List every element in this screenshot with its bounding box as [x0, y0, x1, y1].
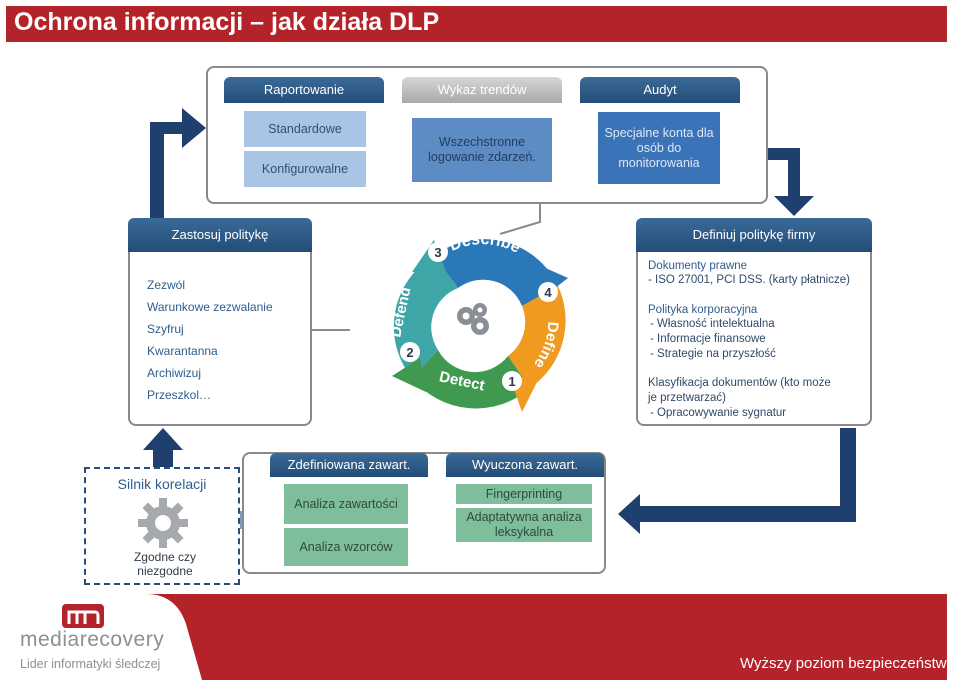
policy-archive: Archiwizuj [147, 366, 202, 380]
step-1-badge: 1 [502, 371, 522, 391]
top-col-header-trends: Wykaz trendów [402, 77, 562, 103]
content-analysis: Analiza zawartości [284, 484, 408, 524]
box-standard: Standardowe [244, 111, 366, 147]
legal-docs-line: - ISO 27001, PCI DSS. (karty płatnicze) [648, 274, 850, 286]
policy-train: Przeszkol… [147, 388, 212, 402]
step-4-badge: 4 [538, 282, 558, 302]
svg-text:2: 2 [406, 345, 413, 360]
right-panel [636, 218, 872, 426]
adaptive-lexical-analysis: Adaptatywna analiza leksykalna [456, 508, 592, 542]
connector-top-cycle [499, 204, 541, 235]
arrow-right-to-bottom [618, 428, 856, 534]
page-title: Ochrona informacji – jak działa DLP [14, 8, 440, 36]
learned-content-header: Wyuczona zawart. [446, 453, 604, 477]
gear-icon [138, 498, 188, 548]
corporate-policy-title: Polityka korporacyjna [648, 304, 758, 316]
footer-slogan: Wyższy poziom bezpieczeństwa [740, 655, 955, 672]
left-panel-header: Zastosuj politykę [128, 218, 312, 252]
top-col-header-reporting: Raportowanie [224, 77, 384, 103]
dlp-cycle: 3 4 1 2 Describe Define Detect Defend [387, 231, 568, 412]
step-3-badge: 3 [428, 242, 448, 262]
segment-describe [434, 239, 558, 306]
policy-encrypt: Szyfruj [147, 322, 184, 336]
classification-line-2: - Opracowywanie sygnatur [650, 407, 787, 419]
correlation-result: Zgodne czy niezgodne [133, 550, 197, 578]
classification-line-1: je przetwarzać) [648, 392, 726, 404]
brand-tagline: Lider informatyki śledczej [20, 657, 161, 671]
corporate-policy-line-2: - Informacje finansowe [650, 333, 766, 345]
corporate-policy-line-1: - Własność intelektualna [650, 318, 775, 330]
arrow-left-to-top [150, 108, 206, 218]
right-panel-header: Definiuj politykę firmy [636, 218, 872, 252]
arrow-top-to-right [768, 148, 814, 216]
top-col-header-audit: Audyt [580, 77, 740, 103]
corporate-policy-line-3: - Strategie na przyszłość [650, 348, 776, 360]
box-audit-accounts: Specjalne konta dla osób do monitorowani… [598, 112, 720, 184]
policy-allow: Zezwól [147, 278, 186, 292]
svg-text:1: 1 [508, 374, 515, 389]
svg-text:3: 3 [434, 245, 441, 260]
segment-detect [412, 350, 530, 409]
policy-conditional: Warunkowe zezwalanie [147, 300, 273, 314]
box-configurable: Konfigurowalne [244, 151, 366, 187]
pattern-analysis: Analiza wzorców [284, 528, 408, 566]
legal-docs-title: Dokumenty prawne [648, 260, 748, 272]
title-bar [6, 6, 947, 42]
defined-content-header: Zdefiniowana zawart. [270, 453, 428, 477]
correlation-engine [84, 467, 240, 585]
classification-title: Klasyfikacja dokumentów (kto może [648, 377, 831, 389]
correlation-title: Silnik korelacji [117, 476, 207, 492]
footer-tab [6, 594, 202, 680]
box-logging: Wszechstronne logowanie zdarzeń. [412, 118, 552, 182]
gears-icon [457, 303, 489, 335]
mediarecovery-logo-icon [62, 604, 104, 628]
segment-define [508, 286, 566, 388]
fingerprinting: Fingerprinting [456, 484, 592, 504]
brand-name: mediarecovery [20, 628, 165, 651]
policy-quarantine: Kwarantanna [147, 344, 218, 358]
svg-text:4: 4 [544, 285, 552, 300]
step-2-badge: 2 [400, 342, 420, 362]
